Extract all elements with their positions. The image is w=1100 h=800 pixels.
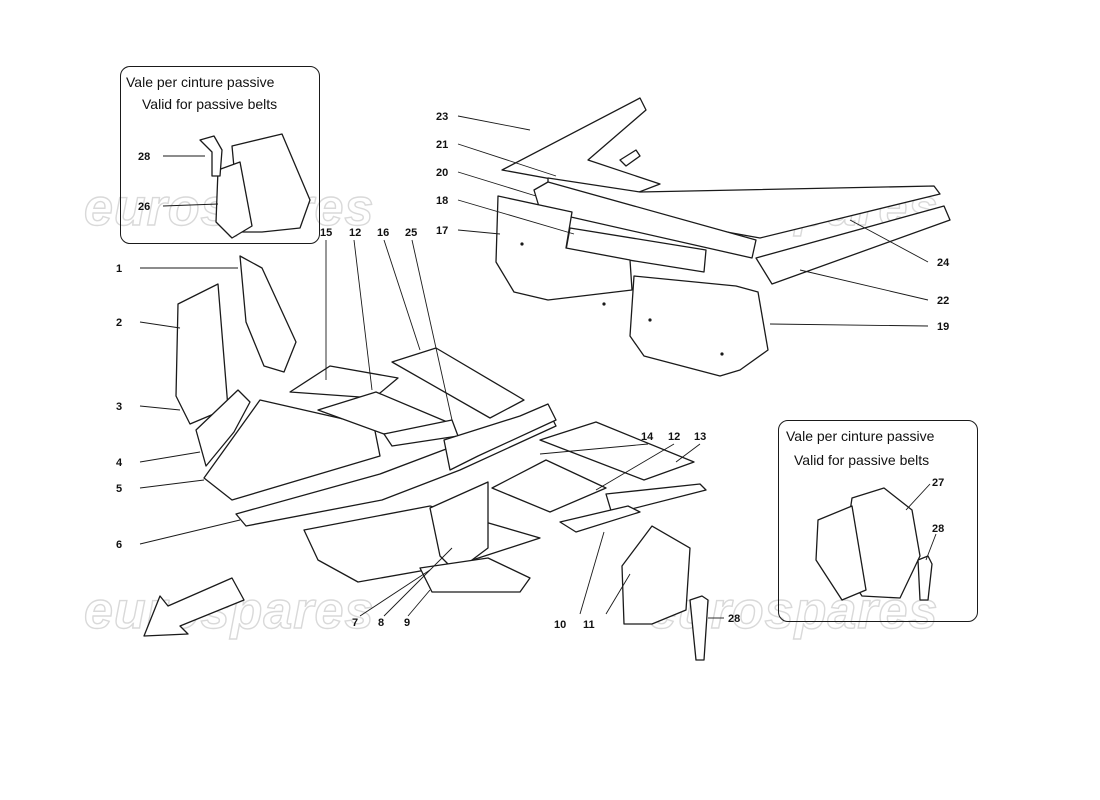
part-1 xyxy=(239,255,297,373)
leader-22 xyxy=(799,269,929,301)
part-13 xyxy=(539,421,695,481)
label-23: 23 xyxy=(436,111,448,123)
belt-guide-28-right xyxy=(917,555,933,601)
label-19: 19 xyxy=(937,321,949,333)
leader-26 xyxy=(162,203,219,207)
part-28-center xyxy=(689,595,709,661)
label-28-left: 28 xyxy=(138,151,150,163)
part-11 xyxy=(621,525,691,625)
label-12-top: 12 xyxy=(349,227,361,239)
inset-box-left xyxy=(120,66,320,244)
label-24: 24 xyxy=(937,257,950,269)
inset-left-line2: Valid for passive belts xyxy=(142,96,278,112)
leader-24 xyxy=(849,219,929,263)
leader-16 xyxy=(383,239,421,351)
part-10-strip xyxy=(605,483,707,515)
inset-left-line1: Vale per cinture passive xyxy=(126,74,275,90)
leader-17 xyxy=(457,229,501,235)
leader-18 xyxy=(457,199,575,235)
part-15 xyxy=(289,365,399,399)
label-3: 3 xyxy=(116,401,122,413)
label-27: 27 xyxy=(932,477,944,489)
leader-20 xyxy=(457,171,537,197)
leader-10 xyxy=(579,531,605,615)
part-23 xyxy=(501,97,661,195)
label-28-right: 28 xyxy=(932,523,944,535)
leader-14 xyxy=(539,443,649,455)
leader-12-top xyxy=(353,239,373,391)
leader-9 xyxy=(407,589,431,617)
label-21: 21 xyxy=(436,139,448,151)
label-2: 2 xyxy=(116,317,122,329)
label-14: 14 xyxy=(641,431,654,443)
part-23-tab xyxy=(619,149,641,167)
label-1: 1 xyxy=(116,263,122,275)
part-9 xyxy=(419,557,531,593)
label-22: 22 xyxy=(937,295,949,307)
tunnel xyxy=(443,403,557,471)
label-26: 26 xyxy=(138,201,150,213)
part-12-b xyxy=(491,459,607,513)
label-4: 4 xyxy=(116,457,123,469)
label-17: 17 xyxy=(436,225,448,237)
part-19 xyxy=(629,275,769,377)
label-7: 7 xyxy=(352,617,358,629)
label-12-mid: 12 xyxy=(668,431,680,443)
part-16 xyxy=(391,347,525,419)
label-11: 11 xyxy=(583,619,595,631)
left-panels: 1 2 3 4 5 6 xyxy=(116,255,297,551)
label-20: 20 xyxy=(436,167,448,179)
inset-right-line2: Valid for passive belts xyxy=(794,452,930,468)
leader-11 xyxy=(605,573,631,615)
label-28-bottom: 28 xyxy=(728,613,740,625)
leader-23 xyxy=(457,115,531,131)
part-4 xyxy=(195,389,251,467)
part-2-3 xyxy=(175,283,229,425)
part-22 xyxy=(755,205,951,285)
inset-right-parts: 27 28 xyxy=(815,477,944,601)
label-6: 6 xyxy=(116,539,122,551)
trim-panel-27-side xyxy=(815,505,867,601)
direction-arrow-icon xyxy=(143,577,245,637)
part-10 xyxy=(559,505,641,533)
label-10: 10 xyxy=(554,619,566,631)
trim-panel-26-side xyxy=(215,161,253,239)
label-15: 15 xyxy=(320,227,332,239)
floor-group: 15 12 16 25 14 12 13 7 8 9 10 11 28 xyxy=(203,227,740,661)
inset-left-parts: 28 26 xyxy=(138,133,311,239)
belt-guide-28-left xyxy=(199,135,223,177)
leader-19 xyxy=(769,323,929,327)
part-17 xyxy=(495,195,633,301)
leader-12-mid xyxy=(595,443,675,491)
part-5 xyxy=(203,399,381,501)
leader-25 xyxy=(411,239,453,421)
label-9: 9 xyxy=(404,617,410,629)
label-16: 16 xyxy=(377,227,389,239)
leader-7 xyxy=(359,569,431,617)
label-18: 18 xyxy=(436,195,448,207)
inset-right-line1: Vale per cinture passive xyxy=(786,428,935,444)
rear-shelf-group: 23 21 20 18 17 24 22 19 xyxy=(436,97,951,377)
leader-13 xyxy=(675,443,701,463)
leader-8 xyxy=(383,547,453,617)
label-5: 5 xyxy=(116,483,122,495)
leader-21 xyxy=(457,143,557,177)
inset-box-right xyxy=(778,420,978,622)
label-13: 13 xyxy=(694,431,706,443)
label-8: 8 xyxy=(378,617,384,629)
label-25: 25 xyxy=(405,227,417,239)
